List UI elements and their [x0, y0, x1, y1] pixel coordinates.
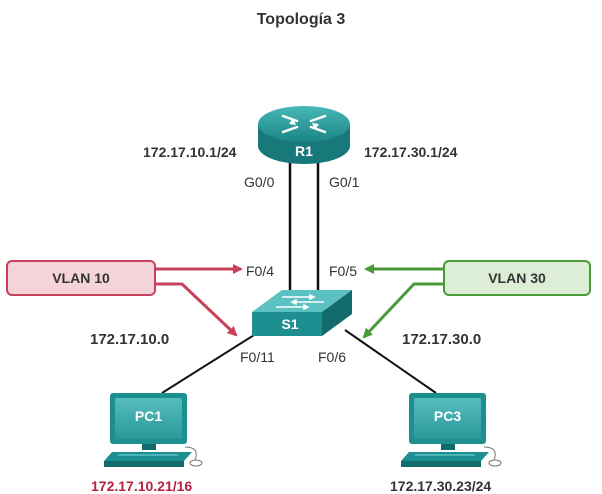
diagram-title: Topología 3 — [256, 11, 346, 28]
router-label: R1 — [295, 143, 313, 159]
router-left-ip: 172.17.10.1/24 — [143, 144, 237, 160]
vlan10-box: VLAN 10 — [6, 260, 156, 296]
port-f05: F0/5 — [329, 263, 358, 279]
port-f04: F0/4 — [246, 263, 275, 279]
link-s1-pc3 — [344, 329, 437, 394]
pc1-label: PC1 — [134, 408, 163, 424]
vlan30-box: VLAN 30 — [443, 260, 591, 296]
port-f06: F0/6 — [318, 349, 347, 365]
port-g01: G0/1 — [329, 174, 360, 190]
port-f011: F0/11 — [240, 349, 275, 365]
router-right-ip: 172.17.30.1/24 — [364, 144, 458, 160]
network-right: 172.17.30.0 — [402, 331, 482, 348]
pc1-icon[interactable] — [104, 393, 203, 467]
link-s1-pc1 — [161, 329, 263, 394]
pc3-label: PC3 — [433, 408, 462, 424]
port-g00: G0/0 — [244, 174, 275, 190]
router-icon[interactable] — [258, 106, 350, 164]
pc3-ip: 172.17.30.23/24 — [390, 478, 492, 494]
pc3-icon[interactable] — [401, 393, 502, 467]
pc1-ip: 172.17.10.21/16 — [91, 478, 193, 494]
vlan30-arrow-f06 — [362, 282, 443, 339]
network-left: 172.17.10.0 — [90, 331, 170, 348]
vlan10-arrow-f011 — [155, 282, 238, 337]
switch-icon[interactable] — [252, 290, 352, 336]
switch-label: S1 — [281, 316, 299, 332]
